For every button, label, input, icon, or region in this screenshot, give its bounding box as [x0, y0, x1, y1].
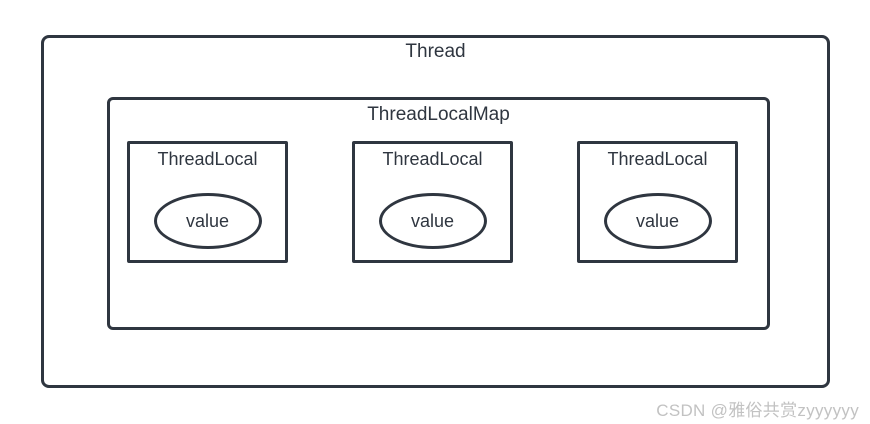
threadlocalmap-box: ThreadLocalMap ThreadLocal value ThreadL… [107, 97, 770, 330]
threadlocal-box-2: ThreadLocal value [352, 141, 513, 263]
threadlocal-box-2-label: ThreadLocal [382, 149, 483, 169]
threadlocalmap-box-title: ThreadLocalMap [367, 104, 510, 125]
value-label-1: value [185, 210, 230, 231]
threadlocal-box-3: ThreadLocal value [577, 141, 738, 263]
threadlocal-box-1-label: ThreadLocal [157, 149, 258, 169]
thread-box-title: Thread [405, 41, 466, 62]
threadlocal-box-1: ThreadLocal value [127, 141, 288, 263]
thread-box: Thread ThreadLocalMap ThreadLocal value … [41, 35, 830, 388]
value-ellipse-2: value [378, 193, 487, 249]
value-ellipse-3: value [603, 193, 712, 249]
value-label-2: value [410, 210, 455, 231]
value-label-3: value [635, 210, 680, 231]
threadlocal-box-3-label: ThreadLocal [607, 149, 708, 169]
watermark: CSDN @雅俗共赏zyyyyyy [656, 401, 859, 420]
value-ellipse-1: value [153, 193, 262, 249]
